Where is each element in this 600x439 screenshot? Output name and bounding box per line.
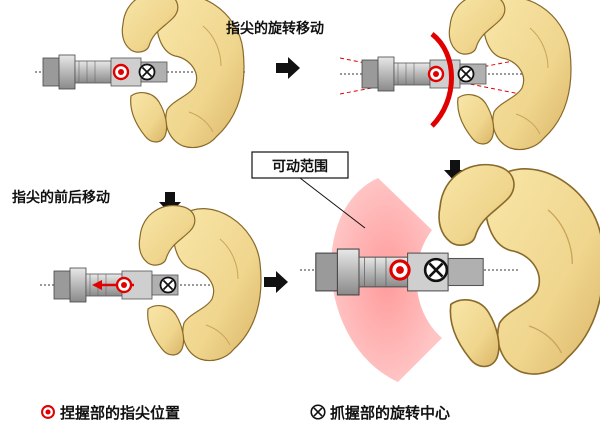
svg-text:可动范围: 可动范围 [272, 158, 328, 175]
caption-translation: 指尖的前后移动 [12, 189, 110, 206]
fingertip-marker [41, 405, 55, 419]
fingertip-marker [115, 276, 133, 294]
arrow-icon [276, 57, 300, 79]
panel-bottom-right [300, 163, 600, 382]
fingertip-marker [427, 65, 445, 83]
svg-text:捏握部的指尖位置: 捏握部的指尖位置 [60, 404, 180, 422]
range-label: 可动范围 [251, 151, 366, 229]
rotation-center-icon [159, 276, 177, 294]
caption-rotation: 指尖的旋转移动 [226, 20, 324, 37]
arrow-icon [264, 271, 288, 293]
fingertip-marker [389, 259, 411, 281]
panel-top-right [339, 0, 572, 151]
panel-bottom-left [40, 204, 262, 362]
svg-text:抓握部的旋转中心: 抓握部的旋转中心 [330, 404, 450, 422]
rotation-center-icon [138, 63, 156, 81]
rotation-arc [430, 32, 454, 128]
legend: 捏握部的指尖位置 抓握部的旋转中心 [41, 404, 450, 422]
rotation-center-icon [457, 65, 475, 83]
rotation-center-icon [423, 257, 449, 283]
panel-top-left [35, 0, 245, 149]
rotation-center-icon [310, 404, 326, 420]
fingertip-marker [112, 63, 130, 81]
